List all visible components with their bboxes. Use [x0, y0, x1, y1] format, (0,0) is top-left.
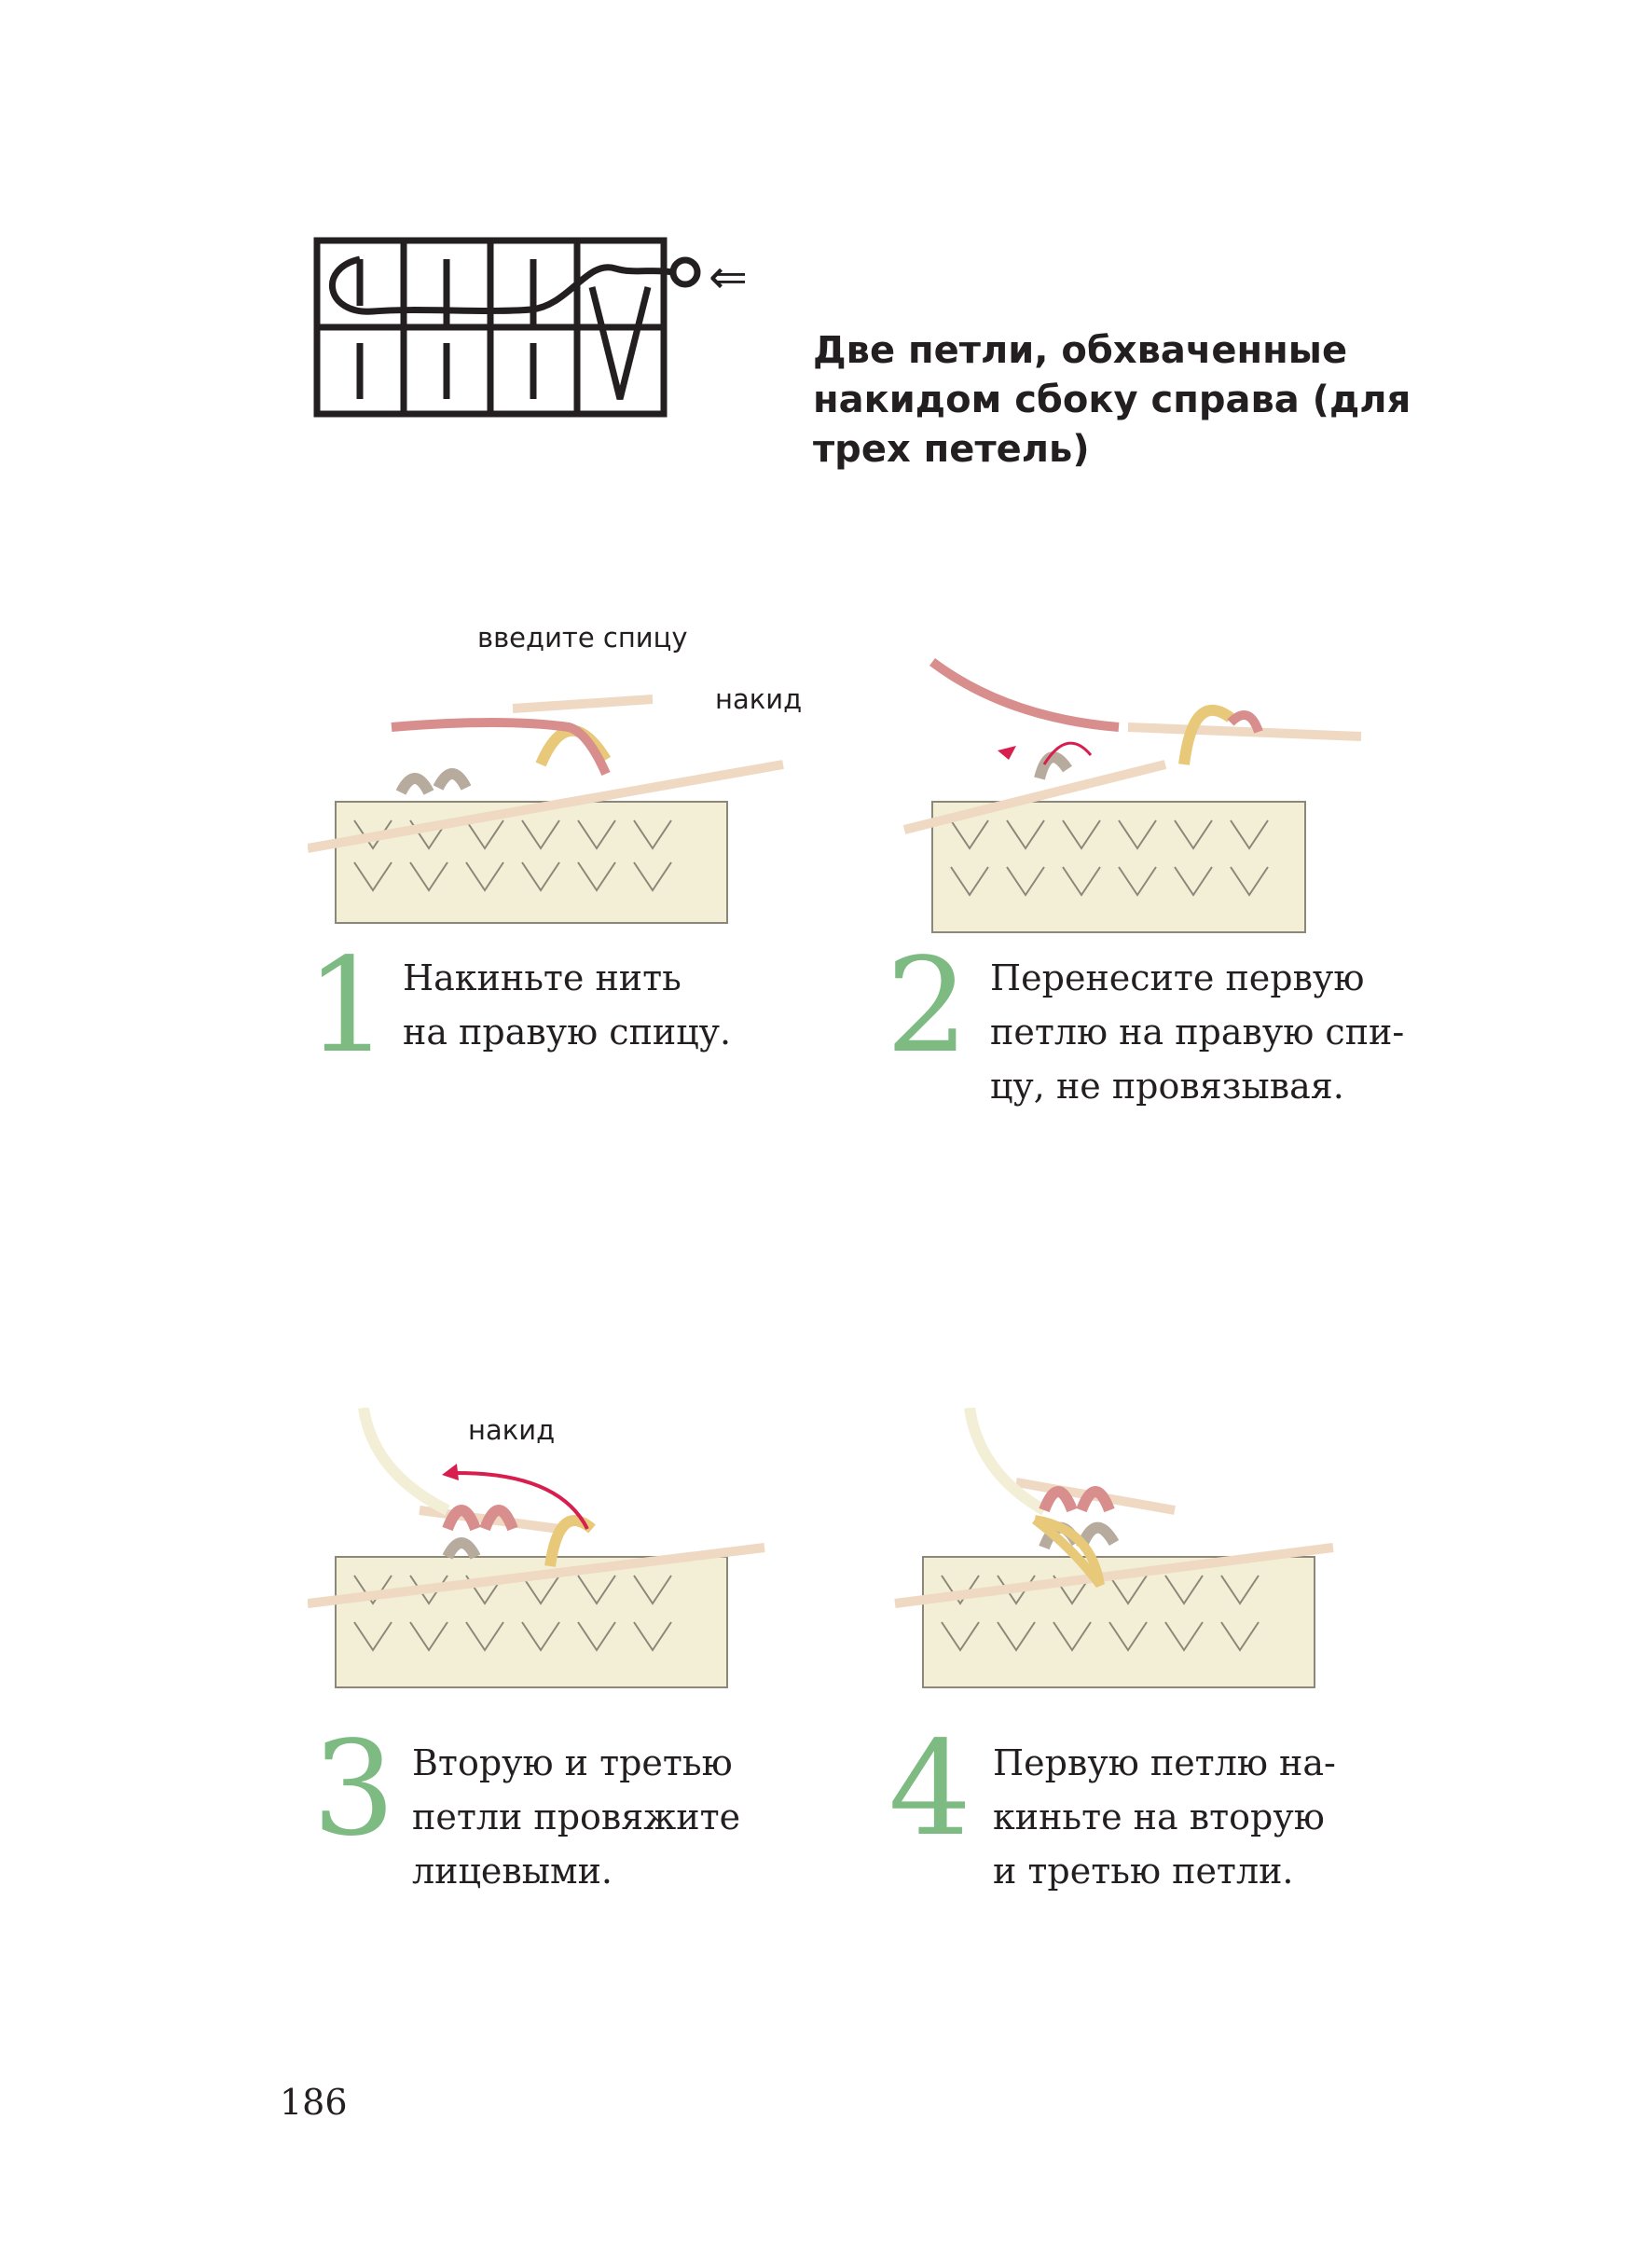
- red-arrow-icon: [456, 1471, 589, 1530]
- wrap-curve: [329, 255, 674, 315]
- right-needle: [512, 695, 654, 713]
- yellow-loop: [1031, 1515, 1105, 1589]
- label-yarn-over-3: накид: [468, 1414, 556, 1446]
- arrow-head-icon: [442, 1464, 459, 1480]
- yarn-over-circle: [669, 256, 701, 288]
- page-title: Две петли, обхваченные накидом сбоку спр…: [813, 329, 1411, 471]
- red-arrow-icon: [1042, 741, 1093, 765]
- label-insert-needle: введите спицу: [477, 622, 688, 654]
- illustration-step-3: [307, 1407, 792, 1706]
- left-needle: [307, 1543, 765, 1608]
- pink-yarn: [391, 718, 611, 777]
- step-text-4: Первую петлю на- киньте на вторую и трет…: [993, 1742, 1336, 1892]
- step-text-3: Вторую и третью петли провяжите лицевыми…: [412, 1742, 741, 1892]
- left-needle: [902, 760, 1167, 834]
- pink-loops: [442, 1505, 518, 1532]
- step-text-2: Перенесите первую петлю на правую спи- ц…: [990, 957, 1405, 1107]
- yellow-loop: [1178, 704, 1234, 765]
- illustration-step-4: [886, 1407, 1370, 1706]
- illustration-step-1: [307, 634, 792, 932]
- taupe-loop: [1034, 751, 1072, 780]
- chart-symbol: [308, 231, 792, 427]
- step-number-3: 3: [312, 1713, 396, 1865]
- step-text-1: Накиньте нить на правую спицу.: [403, 957, 732, 1053]
- taupe-loops: [395, 768, 472, 795]
- illustration-step-2: [886, 643, 1370, 942]
- step-number-1: 1: [306, 930, 390, 1082]
- direction-arrow-icon: ⇐: [709, 250, 748, 304]
- cream-yarn: [358, 1407, 450, 1516]
- knit-fabric: [335, 801, 728, 924]
- slip-stitch-v: [588, 286, 652, 400]
- page-number: 186: [280, 2082, 348, 2123]
- right-needle: [1127, 723, 1362, 741]
- left-needle: [894, 1543, 1334, 1608]
- arrow-head-icon: [998, 746, 1016, 760]
- cream-yarn: [964, 1407, 1047, 1516]
- pink-loops: [1039, 1486, 1115, 1513]
- pink-yarn: [929, 657, 1120, 732]
- step-number-2: 2: [886, 930, 970, 1082]
- step-number-4: 4: [888, 1713, 972, 1865]
- label-yarn-over-1: накид: [715, 683, 803, 715]
- stitch-symbol-diagram: [313, 237, 701, 418]
- left-needle: [307, 760, 784, 853]
- taupe-loop: [442, 1537, 481, 1560]
